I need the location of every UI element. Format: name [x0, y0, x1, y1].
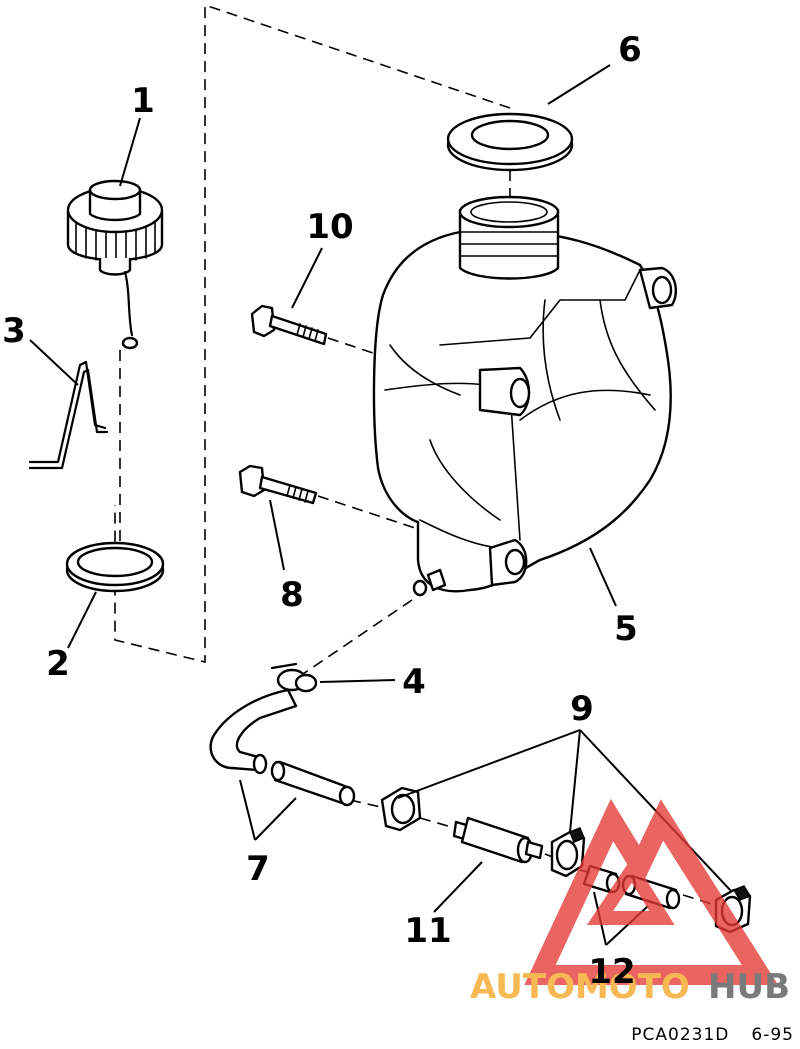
callout-2: 2	[46, 644, 70, 684]
callout-6: 6	[618, 30, 642, 70]
drawing-code: PCA0231D	[631, 1025, 730, 1045]
part-6-gasket	[446, 112, 574, 172]
part-10-bolt	[250, 304, 328, 346]
part-2-seal-ring	[65, 541, 165, 593]
callout-5: 5	[614, 609, 638, 649]
part-1-filler-cap	[66, 179, 164, 350]
callout-11: 11	[404, 911, 451, 951]
part-5-oil-tank	[372, 195, 677, 597]
callout-8: 8	[280, 575, 304, 615]
part-9-clamp-b	[550, 827, 586, 878]
callout-1: 1	[131, 81, 155, 121]
callout-4: 4	[402, 662, 426, 702]
automotohub-watermark: AUTOMOTO HUB	[470, 798, 790, 1007]
watermark-brand-left: AUTOMOTO	[470, 967, 690, 1007]
part-4-hose-clamp	[270, 662, 318, 693]
figure-footer: PCA0231D 6-95	[631, 1025, 794, 1045]
part-9-clamp-a	[380, 786, 422, 832]
callout-12: 12	[588, 952, 635, 992]
watermark-brand-right: HUB	[708, 967, 790, 1007]
callout-9: 9	[570, 689, 594, 729]
part-3-retainer-clip	[28, 360, 109, 470]
watermark-triangle-icon	[524, 798, 779, 985]
callout-7: 7	[246, 849, 270, 889]
part-7-fuel-hose	[209, 688, 356, 807]
callout-10: 10	[306, 207, 353, 247]
callout-3: 3	[2, 311, 26, 351]
page-reference: 6-95	[751, 1025, 794, 1045]
part-11-inline-filter	[452, 816, 544, 864]
callout-numbers: 1 2 3 4 5 6 7 8 9 10 11 12	[2, 30, 642, 992]
part-8-bolt	[238, 464, 318, 505]
